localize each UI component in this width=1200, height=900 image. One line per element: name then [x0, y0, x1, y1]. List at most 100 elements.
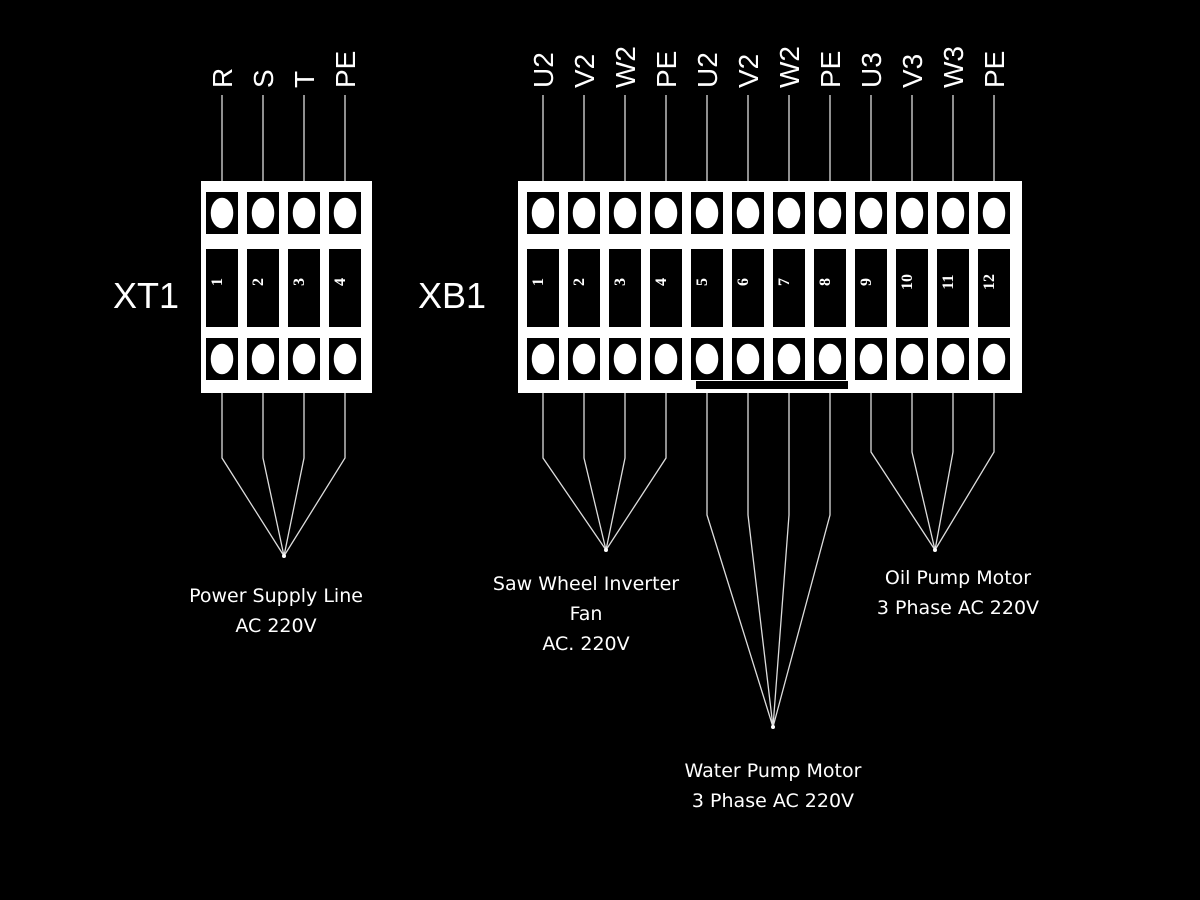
fan-wire	[605, 393, 626, 551]
saw-wheel-inverter-fan-caption-line: Fan	[570, 603, 603, 625]
wire-label-w2: W2	[610, 46, 641, 88]
terminal: 6	[732, 192, 764, 380]
screw-icon	[612, 342, 638, 376]
terminal-number: 4	[332, 278, 349, 286]
terminal-number: 4	[653, 278, 670, 286]
screw-icon	[530, 342, 556, 376]
screw-icon	[735, 342, 761, 376]
terminal: 7	[773, 192, 805, 380]
terminal: 11	[937, 192, 969, 380]
wire-label-t: T	[289, 71, 320, 88]
terminal: 1	[206, 192, 238, 380]
number-cell	[896, 249, 928, 327]
fan-wire	[221, 393, 285, 557]
water-pump-motor-caption-line: 3 Phase AC 220V	[692, 790, 854, 812]
wire-label-v2: V2	[569, 54, 600, 88]
terminal-number: 5	[694, 278, 711, 286]
screw-icon	[653, 342, 679, 376]
oil-pump-motor-caption-line: 3 Phase AC 220V	[877, 597, 1039, 619]
junction-point	[282, 554, 286, 558]
oil-pump-motor-group: Oil Pump Motor 3 Phase AC 220V	[870, 393, 1039, 619]
wire-label-w2: W2	[774, 46, 805, 88]
wire-label-v3: V3	[897, 54, 928, 88]
fan-wire	[542, 393, 607, 551]
screw-icon	[858, 196, 884, 230]
wire-label-u2: U2	[528, 52, 559, 88]
screw-icon	[571, 196, 597, 230]
terminal-number: 10	[899, 274, 916, 290]
wire-label-pe: PE	[330, 51, 361, 88]
terminal-number: 2	[250, 278, 267, 286]
number-cell	[691, 249, 723, 327]
terminal: 10	[896, 192, 928, 380]
number-cell	[978, 249, 1010, 327]
number-cell	[814, 249, 846, 327]
number-cell	[937, 249, 969, 327]
number-cell	[732, 249, 764, 327]
terminal: 8	[814, 192, 846, 380]
number-cell	[568, 249, 600, 327]
water-pump-motor-caption-line: Water Pump Motor	[685, 760, 862, 782]
power-supply-caption-line: Power Supply Line	[189, 585, 363, 607]
number-cell	[288, 249, 320, 327]
number-cell	[773, 249, 805, 327]
terminal: 2	[568, 192, 600, 380]
terminal-number: 2	[571, 278, 588, 286]
screw-icon	[858, 342, 884, 376]
fan-wire	[772, 393, 790, 728]
screw-icon	[612, 196, 638, 230]
screw-icon	[332, 196, 358, 230]
screw-icon	[694, 196, 720, 230]
screw-icon	[530, 196, 556, 230]
fan-wire	[262, 393, 285, 557]
screw-icon	[776, 342, 802, 376]
terminal: 3	[288, 192, 320, 380]
terminal-number: 9	[858, 278, 875, 286]
wire-label-u3: U3	[856, 52, 887, 88]
number-cell	[329, 249, 361, 327]
screw-icon	[899, 342, 925, 376]
screw-icon	[694, 342, 720, 376]
outlet-notch	[696, 381, 848, 389]
terminal-number: 1	[530, 278, 547, 286]
fan-wire	[283, 393, 305, 557]
wire-label-s: S	[248, 69, 279, 88]
screw-icon	[250, 342, 276, 376]
screw-icon	[332, 342, 358, 376]
saw-wheel-inverter-fan-caption-line: Saw Wheel Inverter	[493, 573, 679, 595]
wire-label-pe: PE	[815, 51, 846, 88]
water-pump-motor-group: Water Pump Motor 3 Phase AC 220V	[685, 393, 862, 812]
terminal: 5	[691, 192, 723, 380]
xb1-name: XB1	[418, 275, 486, 316]
terminal: 12	[978, 192, 1010, 380]
number-cell	[527, 249, 559, 327]
wire-label-v2: V2	[733, 54, 764, 88]
junction-point	[604, 548, 608, 552]
terminal-number: 3	[612, 278, 629, 286]
number-cell	[609, 249, 641, 327]
terminal-number: 1	[209, 278, 226, 286]
saw-wheel-inverter-fan-caption-line: AC. 220V	[542, 633, 629, 655]
fan-wire	[583, 393, 607, 551]
terminal-number: 3	[291, 278, 308, 286]
fan-wire	[283, 393, 346, 557]
terminal-number: 12	[981, 274, 998, 290]
number-cell	[650, 249, 682, 327]
terminal: 2	[247, 192, 279, 380]
wire-label-w3: W3	[938, 46, 969, 88]
fan-wire	[934, 393, 954, 551]
junction-point	[933, 548, 937, 552]
wire-label-u2: U2	[692, 52, 723, 88]
screw-icon	[940, 196, 966, 230]
screw-icon	[291, 342, 317, 376]
screw-icon	[981, 342, 1007, 376]
screw-icon	[291, 196, 317, 230]
fan-wire	[605, 393, 667, 551]
oil-pump-motor-caption-line: Oil Pump Motor	[885, 567, 1031, 589]
screw-icon	[250, 196, 276, 230]
fan-wire	[706, 393, 774, 728]
xb1-terminal-block: XB1U21V22W23PE4U25V26W27PE8U39V310W311PE…	[418, 46, 1022, 393]
terminal-number: 8	[817, 278, 834, 286]
